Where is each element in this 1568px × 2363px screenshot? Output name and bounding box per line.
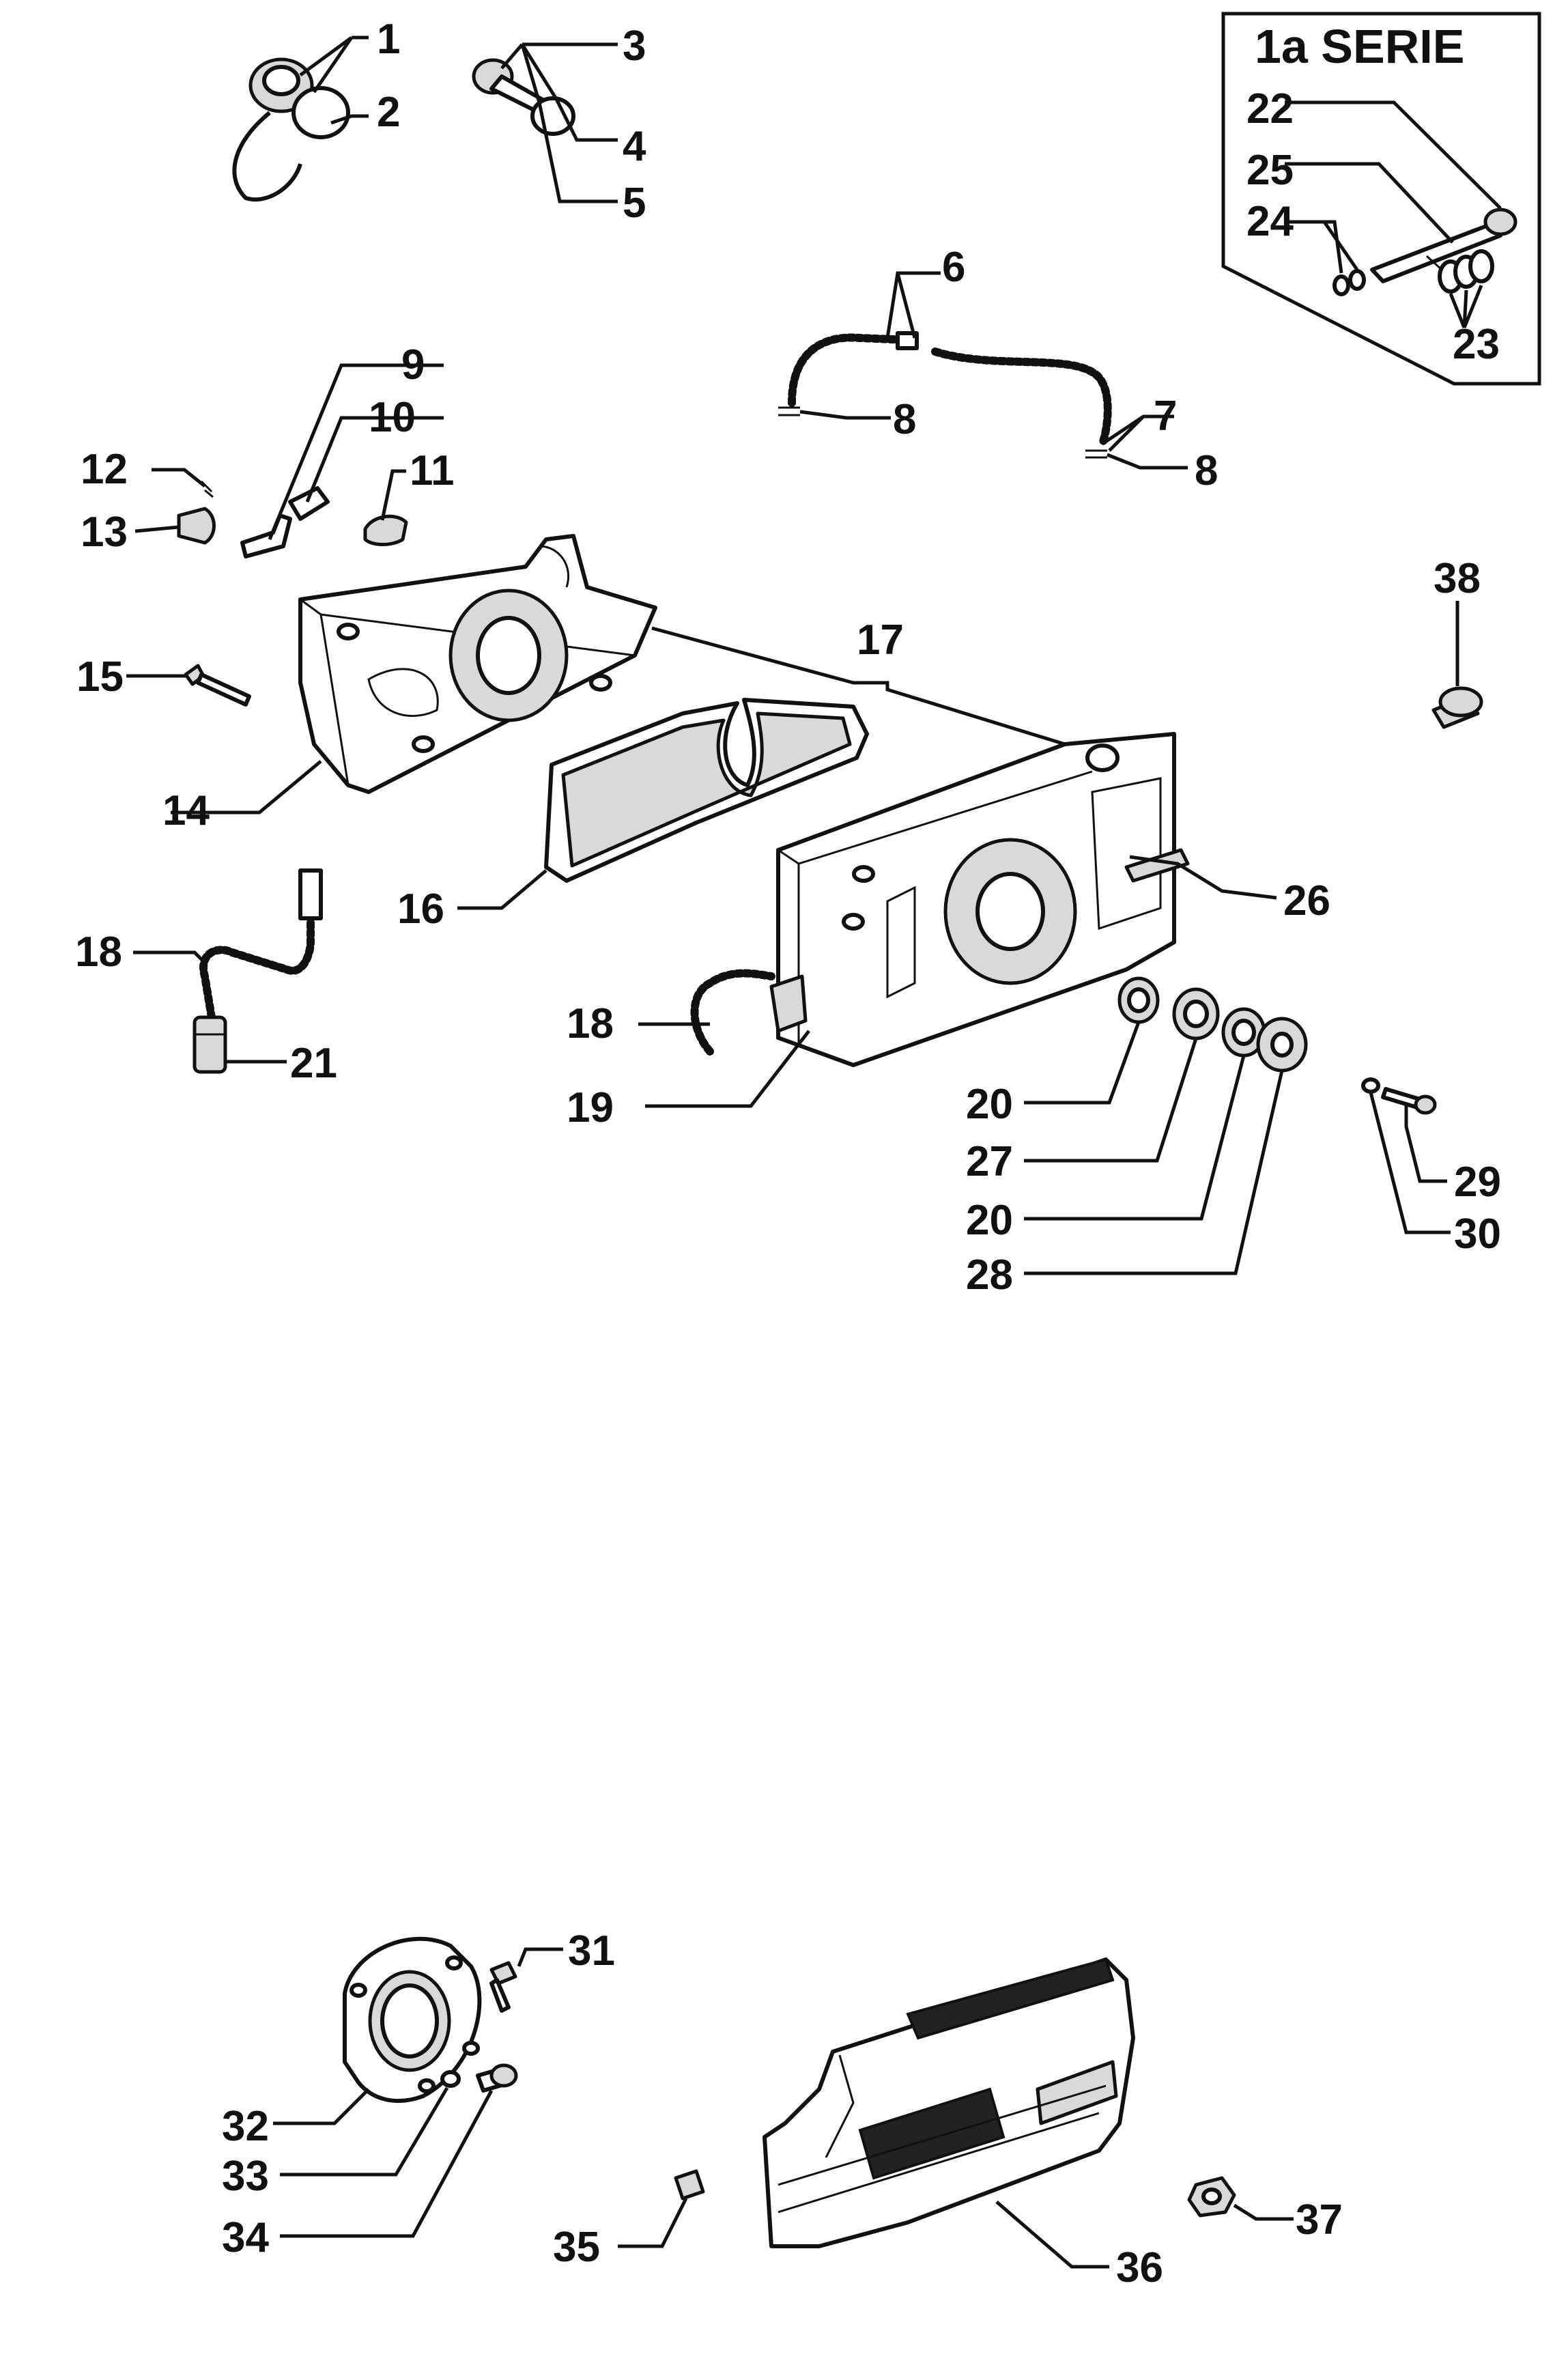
callout-8: 8 bbox=[1195, 447, 1218, 494]
callout-18: 18 bbox=[567, 1000, 614, 1047]
callout-5: 5 bbox=[623, 180, 646, 227]
callout-21: 21 bbox=[290, 1040, 337, 1087]
part-screw-29 bbox=[1381, 1087, 1437, 1115]
callout-12: 12 bbox=[81, 446, 128, 493]
part-lever-9 bbox=[240, 513, 292, 558]
part-clamp-8b bbox=[1085, 449, 1107, 459]
part-plug-38 bbox=[1431, 686, 1483, 729]
callout-11: 11 bbox=[410, 447, 455, 494]
callout-25: 25 bbox=[1246, 147, 1294, 194]
callout-10: 10 bbox=[369, 394, 416, 441]
callout-27: 27 bbox=[966, 1138, 1013, 1185]
part-valve-11 bbox=[363, 514, 408, 546]
part-screw-15 bbox=[184, 664, 251, 707]
part-screw-31 bbox=[489, 1961, 517, 2013]
part-hose-7 bbox=[931, 348, 1112, 448]
part-bearing-27 bbox=[1172, 987, 1220, 1041]
callout-33: 33 bbox=[222, 2153, 269, 2200]
part-oil-cap bbox=[472, 58, 575, 136]
callout-34: 34 bbox=[222, 2214, 269, 2261]
callout-2: 2 bbox=[377, 89, 400, 136]
callout-1: 1 bbox=[377, 16, 400, 63]
inset-frame bbox=[1221, 12, 1541, 386]
part-nut-35 bbox=[674, 2169, 705, 2201]
callout-22: 22 bbox=[1246, 85, 1294, 132]
part-clip-10 bbox=[288, 486, 330, 521]
callout-36: 36 bbox=[1116, 2244, 1163, 2291]
callout-14: 14 bbox=[162, 787, 210, 834]
part-fuel-line-18 bbox=[199, 868, 323, 1021]
callout-6: 6 bbox=[942, 244, 965, 291]
part-fuel-cap bbox=[232, 57, 350, 202]
callout-31: 31 bbox=[568, 1927, 615, 1975]
callout-8: 8 bbox=[893, 396, 916, 443]
inset-title: 1a SERIE bbox=[1255, 20, 1464, 73]
callout-9: 9 bbox=[401, 341, 425, 388]
part-small-rings-24 bbox=[1332, 269, 1366, 296]
callout-20: 20 bbox=[966, 1081, 1013, 1128]
part-hose-6 bbox=[788, 331, 919, 407]
callout-24: 24 bbox=[1246, 198, 1294, 245]
callout-37: 37 bbox=[1296, 2196, 1343, 2244]
part-screw-34 bbox=[476, 2063, 518, 2093]
callout-13: 13 bbox=[81, 509, 128, 556]
callout-26: 26 bbox=[1283, 877, 1330, 924]
callout-3: 3 bbox=[623, 23, 646, 70]
part-sprocket-cover-36 bbox=[762, 1957, 1135, 2248]
callout-17: 17 bbox=[857, 617, 904, 664]
callout-35: 35 bbox=[553, 2224, 600, 2271]
part-clamp-8a bbox=[778, 406, 800, 416]
callout-38: 38 bbox=[1434, 555, 1481, 602]
callout-16: 16 bbox=[397, 886, 444, 933]
part-crankcase-right-19 bbox=[769, 732, 1190, 1067]
callout-23: 23 bbox=[1453, 321, 1500, 368]
part-knob-13 bbox=[177, 507, 216, 545]
callout-7: 7 bbox=[1154, 393, 1177, 440]
part-orings-23 bbox=[1438, 249, 1494, 294]
part-gasket-16 bbox=[544, 698, 869, 883]
part-cover-plate-32 bbox=[343, 1936, 482, 2103]
part-plug-28 bbox=[1256, 1017, 1308, 1073]
first-series-inset: 1a SERIE 22 25 24 23 bbox=[1221, 12, 1541, 386]
callout-18: 18 bbox=[75, 929, 122, 976]
callout-28: 28 bbox=[966, 1251, 1013, 1299]
part-washer-33 bbox=[440, 2070, 461, 2088]
callout-32: 32 bbox=[222, 2103, 269, 2150]
part-fuel-filter-21 bbox=[193, 1015, 227, 1074]
callout-30: 30 bbox=[1454, 1211, 1501, 1258]
callout-20: 20 bbox=[966, 1197, 1013, 1244]
part-seal-20a bbox=[1117, 976, 1160, 1024]
callout-15: 15 bbox=[76, 653, 124, 701]
callout-4: 4 bbox=[623, 123, 646, 170]
part-nut-37 bbox=[1187, 2176, 1236, 2218]
part-crankcase-left-14 bbox=[298, 534, 657, 794]
part-hose-18b bbox=[690, 969, 775, 1056]
callout-19: 19 bbox=[567, 1084, 614, 1131]
callout-29: 29 bbox=[1454, 1159, 1501, 1206]
part-washer-30 bbox=[1361, 1077, 1380, 1094]
